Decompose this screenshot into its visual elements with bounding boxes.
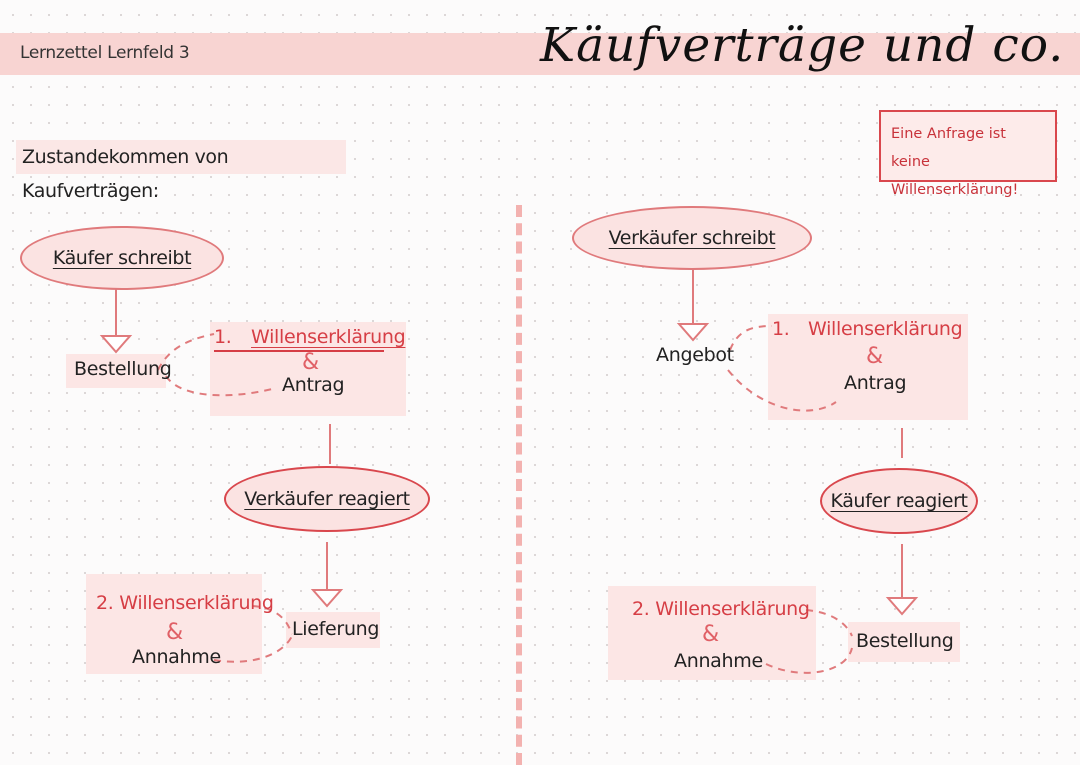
left-dashed-link-4 <box>213 635 293 663</box>
left-step2-amp: & <box>166 620 184 645</box>
section-heading: Zustandekommen von Kaufverträgen: <box>16 140 346 202</box>
right-step2-amp: & <box>702 622 720 647</box>
left-step2-type: Annahme <box>132 646 221 668</box>
right-start-oval: Verkäufer schreibt <box>572 206 812 270</box>
left-step1-underline <box>214 350 384 352</box>
left-arrowhead-2 <box>310 589 344 608</box>
left-arrowhead-1 <box>99 335 133 354</box>
left-bestellung-block <box>66 354 166 388</box>
left-step1-declaration: Willenserklärung <box>251 326 406 348</box>
left-step1-type: Antrag <box>282 374 345 396</box>
header-band <box>0 33 1080 75</box>
right-step1-type: Antrag <box>844 372 907 394</box>
right-arrowhead-1 <box>676 323 710 342</box>
note-line-1: Eine Anfrage ist keine <box>891 126 1006 170</box>
right-step2-type: Annahme <box>674 650 763 672</box>
right-bestellung-block <box>848 622 960 662</box>
right-dashed-link-3 <box>805 609 853 637</box>
left-start-oval: Käufer schreibt <box>20 226 224 290</box>
left-dashed-link-2 <box>165 375 277 397</box>
left-step2-declaration: 2. Willenserklärung <box>96 592 274 614</box>
right-declaration1-block <box>768 314 968 420</box>
left-step1-amp: & <box>302 350 320 375</box>
right-reaction-oval: Käufer reagiert <box>820 468 978 534</box>
page-label: Lernzettel Lernfeld 3 <box>20 43 190 63</box>
column-divider <box>516 205 522 765</box>
left-declaration1-block <box>210 322 406 416</box>
left-declaration2-block <box>86 574 262 674</box>
right-step2-declaration: 2. Willenserklärung <box>632 598 810 620</box>
left-reaction-oval: Verkäufer reagiert <box>224 466 430 532</box>
right-declaration2-block <box>608 586 816 680</box>
note-box: Eine Anfrage ist keine Willenserklärung! <box>879 110 1057 198</box>
right-step1-declaration: Willenserklärung <box>808 318 963 340</box>
right-step1-number: 1. <box>772 318 790 340</box>
right-step1-object: Angebot <box>656 344 734 366</box>
left-step1-number: 1. <box>214 326 232 348</box>
right-step2-object: Bestellung <box>856 630 954 652</box>
note-line-2: Willenserklärung! <box>891 182 1019 198</box>
right-dashed-link-2 <box>727 369 837 412</box>
right-arrowhead-2 <box>885 597 919 616</box>
left-step2-object: Lieferung <box>292 618 380 640</box>
right-dashed-link-4 <box>765 647 853 674</box>
page-title: Käufverträge und co. <box>540 18 1065 73</box>
right-dashed-link-1 <box>729 325 773 351</box>
right-step1-amp: & <box>866 344 884 369</box>
left-lieferung-block <box>286 612 380 648</box>
left-step1-object: Bestellung <box>74 358 172 380</box>
